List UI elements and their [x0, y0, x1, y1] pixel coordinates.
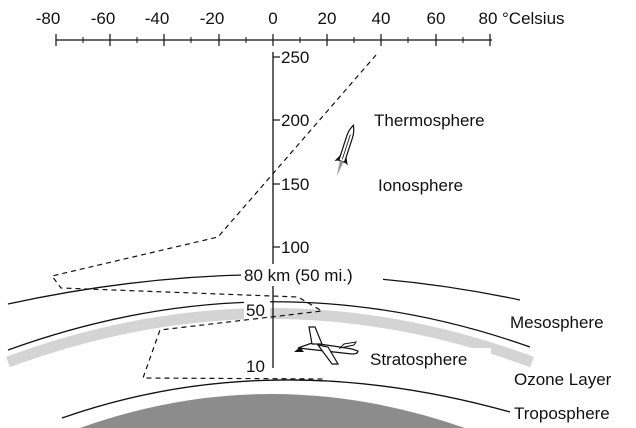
alt-tick-label: 100 [281, 238, 309, 257]
temp-unit-label: °Celsius [502, 9, 565, 28]
temperature-profile-line [50, 54, 377, 380]
boundary-10km [61, 379, 511, 419]
boundary-label-10km: 10 [246, 357, 265, 376]
rocket-icon [334, 123, 355, 177]
airplane-icon [294, 326, 359, 365]
layer-label-troposphere: Troposphere [514, 404, 610, 423]
temp-tick-label: 40 [372, 9, 391, 28]
layer-label-ionosphere: Ionosphere [378, 176, 463, 195]
temp-tick-label: -40 [145, 9, 170, 28]
temp-tick-label: 80 [479, 9, 498, 28]
boundary-label-50km: 50 [246, 301, 265, 320]
alt-tick-label: 150 [281, 175, 309, 194]
temp-tick-label: -20 [200, 9, 225, 28]
temperature-ticks [55, 34, 491, 46]
temp-tick-label: 20 [318, 9, 337, 28]
earth-surface [80, 394, 465, 428]
temp-tick-label: -80 [36, 9, 61, 28]
boundary-label-80km: 80 km (50 mi.) [244, 266, 353, 285]
altitude-axis: 250 200 150 100 [272, 48, 309, 368]
alt-tick-label: 200 [281, 111, 309, 130]
label-bg [367, 348, 491, 370]
alt-tick-label: 250 [281, 48, 309, 67]
temp-tick-label: -60 [91, 9, 116, 28]
layer-label-thermosphere: Thermosphere [374, 111, 485, 130]
temperature-axis: -80 -60 -40 -20 0 20 40 60 80 °Celsius [36, 9, 565, 46]
layer-label-stratosphere: Stratosphere [370, 350, 467, 369]
layer-label-mesosphere: Mesosphere [510, 313, 604, 332]
temp-tick-label: 60 [427, 9, 446, 28]
temp-tick-label: 0 [268, 9, 277, 28]
label-bg [244, 300, 270, 320]
label-bg [244, 356, 270, 376]
layer-label-ozone: Ozone Layer [514, 370, 612, 389]
label-bg [241, 264, 383, 286]
